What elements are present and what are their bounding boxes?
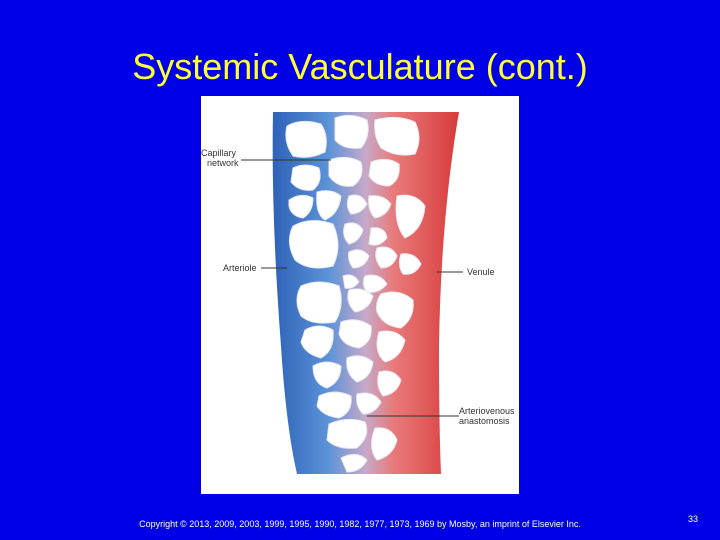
label-capillary-network: Capillary network bbox=[201, 148, 239, 168]
vasculature-figure: Capillary network Arteriole Venule Arter… bbox=[201, 96, 519, 494]
slide-title: Systemic Vasculature (cont.) bbox=[132, 46, 588, 87]
label-capillary-line2: network bbox=[207, 158, 239, 168]
copyright-footer: Copyright © 2013, 2009, 2003, 1999, 1995… bbox=[139, 519, 581, 529]
label-venule: Venule bbox=[467, 267, 495, 277]
capillary-bed-illustration bbox=[241, 112, 463, 474]
label-anastomosis-line1: Arteriovenous bbox=[459, 406, 515, 416]
label-anastomosis-line2: anastomosis bbox=[459, 416, 510, 426]
label-arteriole: Arteriole bbox=[223, 263, 257, 273]
capillary-spaces bbox=[285, 114, 426, 473]
label-capillary-line1: Capillary bbox=[201, 148, 237, 158]
slide-number: 33 bbox=[688, 514, 699, 524]
label-arteriovenous-anastomosis: Arteriovenous anastomosis bbox=[459, 406, 515, 426]
leader-lines bbox=[241, 159, 463, 417]
